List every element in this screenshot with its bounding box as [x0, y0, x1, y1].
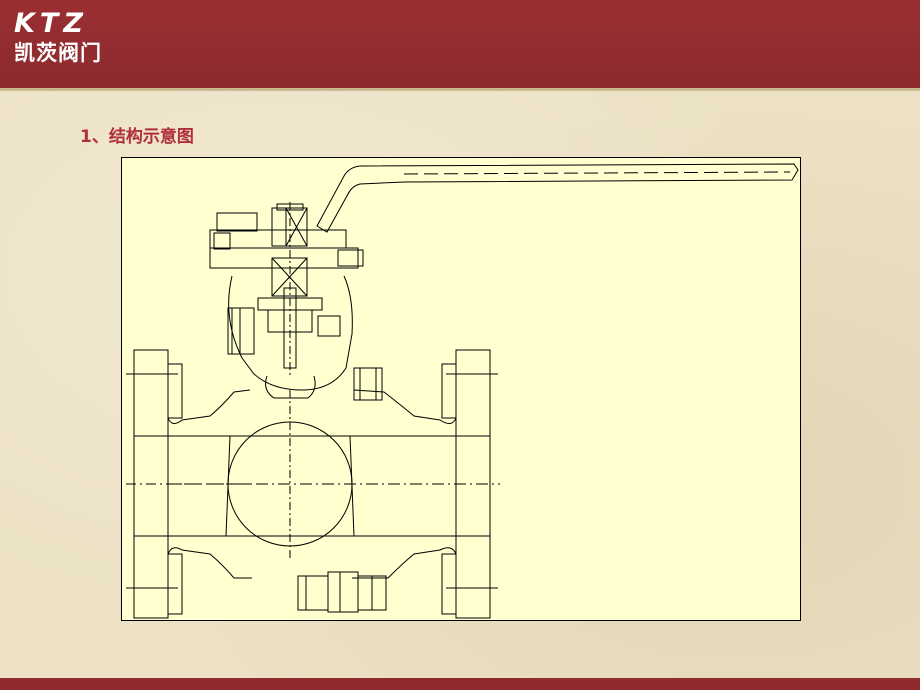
bottom-bolts — [297, 571, 387, 613]
handle-lever — [316, 163, 799, 233]
valve-body — [228, 275, 383, 401]
header-banner: KTZ 凯茨阀门 — [0, 0, 920, 91]
company-logo: KTZ 凯茨阀门 — [14, 10, 124, 70]
footer-bar — [0, 678, 920, 690]
valve-structure-diagram — [121, 157, 801, 621]
ball-and-bore — [134, 389, 500, 579]
logo-text-en: KTZ — [14, 8, 88, 39]
stem-assembly — [209, 202, 364, 378]
logo-text-cn: 凯茨阀门 — [14, 41, 102, 65]
page-title: 1、结构示意图 — [80, 127, 194, 147]
valve-drawing — [126, 163, 799, 619]
left-flange — [126, 349, 252, 619]
